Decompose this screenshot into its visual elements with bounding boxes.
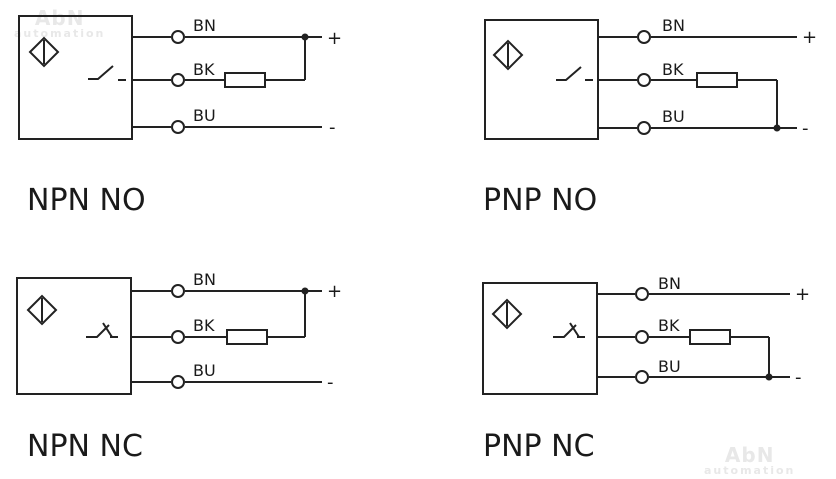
terminal-bu (171, 375, 185, 389)
caption-npn-no: NPN NO (27, 183, 146, 218)
diagram-npn-no: BN BK BU + - (18, 15, 342, 140)
diagram-pnp-nc: BN BK BU + - (482, 274, 810, 395)
polarity-plus: + (327, 281, 342, 302)
label-bn: BN (662, 16, 685, 35)
sensor-symbol-icon (28, 36, 60, 68)
load-resistor (226, 329, 268, 345)
sensor-body (18, 15, 133, 140)
polarity-plus: + (795, 284, 810, 305)
polarity-minus: - (327, 372, 334, 393)
junction-dot (301, 287, 309, 295)
sensor-symbol-icon (26, 294, 58, 326)
watermark-bottom-right: AbN automation (704, 443, 796, 477)
label-bn: BN (658, 274, 681, 293)
watermark-top-left: AbN automation (14, 6, 106, 40)
label-bu: BU (193, 106, 216, 125)
label-bk: BK (193, 316, 215, 335)
terminal-bk (171, 330, 185, 344)
label-bk: BK (193, 60, 215, 79)
load-resistor (224, 72, 266, 88)
nc-switch-icon (86, 324, 110, 338)
polarity-plus: + (802, 27, 817, 48)
label-bk: BK (658, 316, 680, 335)
terminal-bk (637, 73, 651, 87)
polarity-plus: + (327, 28, 342, 49)
junction-dot (773, 124, 781, 132)
label-bu: BU (193, 361, 216, 380)
no-switch-icon (556, 66, 582, 81)
nc-switch-icon (553, 324, 577, 338)
polarity-minus: - (802, 118, 809, 139)
terminal-bu (637, 121, 651, 135)
terminal-bn (637, 30, 651, 44)
polarity-minus: - (329, 117, 336, 138)
caption-pnp-no: PNP NO (483, 183, 598, 218)
sensor-body (484, 19, 599, 140)
terminal-bk (171, 73, 185, 87)
label-bn: BN (193, 270, 216, 289)
sensor-symbol-icon (491, 298, 523, 330)
terminal-bn (171, 284, 185, 298)
label-bu: BU (662, 107, 685, 126)
terminal-bn (635, 287, 649, 301)
terminal-bu (171, 120, 185, 134)
junction-dot (301, 33, 309, 41)
caption-pnp-nc: PNP NC (483, 429, 595, 464)
label-bn: BN (193, 16, 216, 35)
load-resistor (689, 329, 731, 345)
caption-npn-nc: NPN NC (27, 429, 143, 464)
diagram-pnp-no: BN BK BU + - (484, 16, 817, 140)
label-bk: BK (662, 60, 684, 79)
load-resistor (696, 72, 738, 88)
label-bu: BU (658, 357, 681, 376)
terminal-bn (171, 30, 185, 44)
no-switch-icon (88, 65, 114, 80)
polarity-minus: - (795, 367, 802, 388)
terminal-bu (635, 370, 649, 384)
sensor-body (482, 282, 598, 395)
sensor-symbol-icon (492, 39, 524, 71)
junction-dot (765, 373, 773, 381)
diagram-npn-nc: BN BK BU + - (16, 270, 342, 395)
terminal-bk (635, 330, 649, 344)
